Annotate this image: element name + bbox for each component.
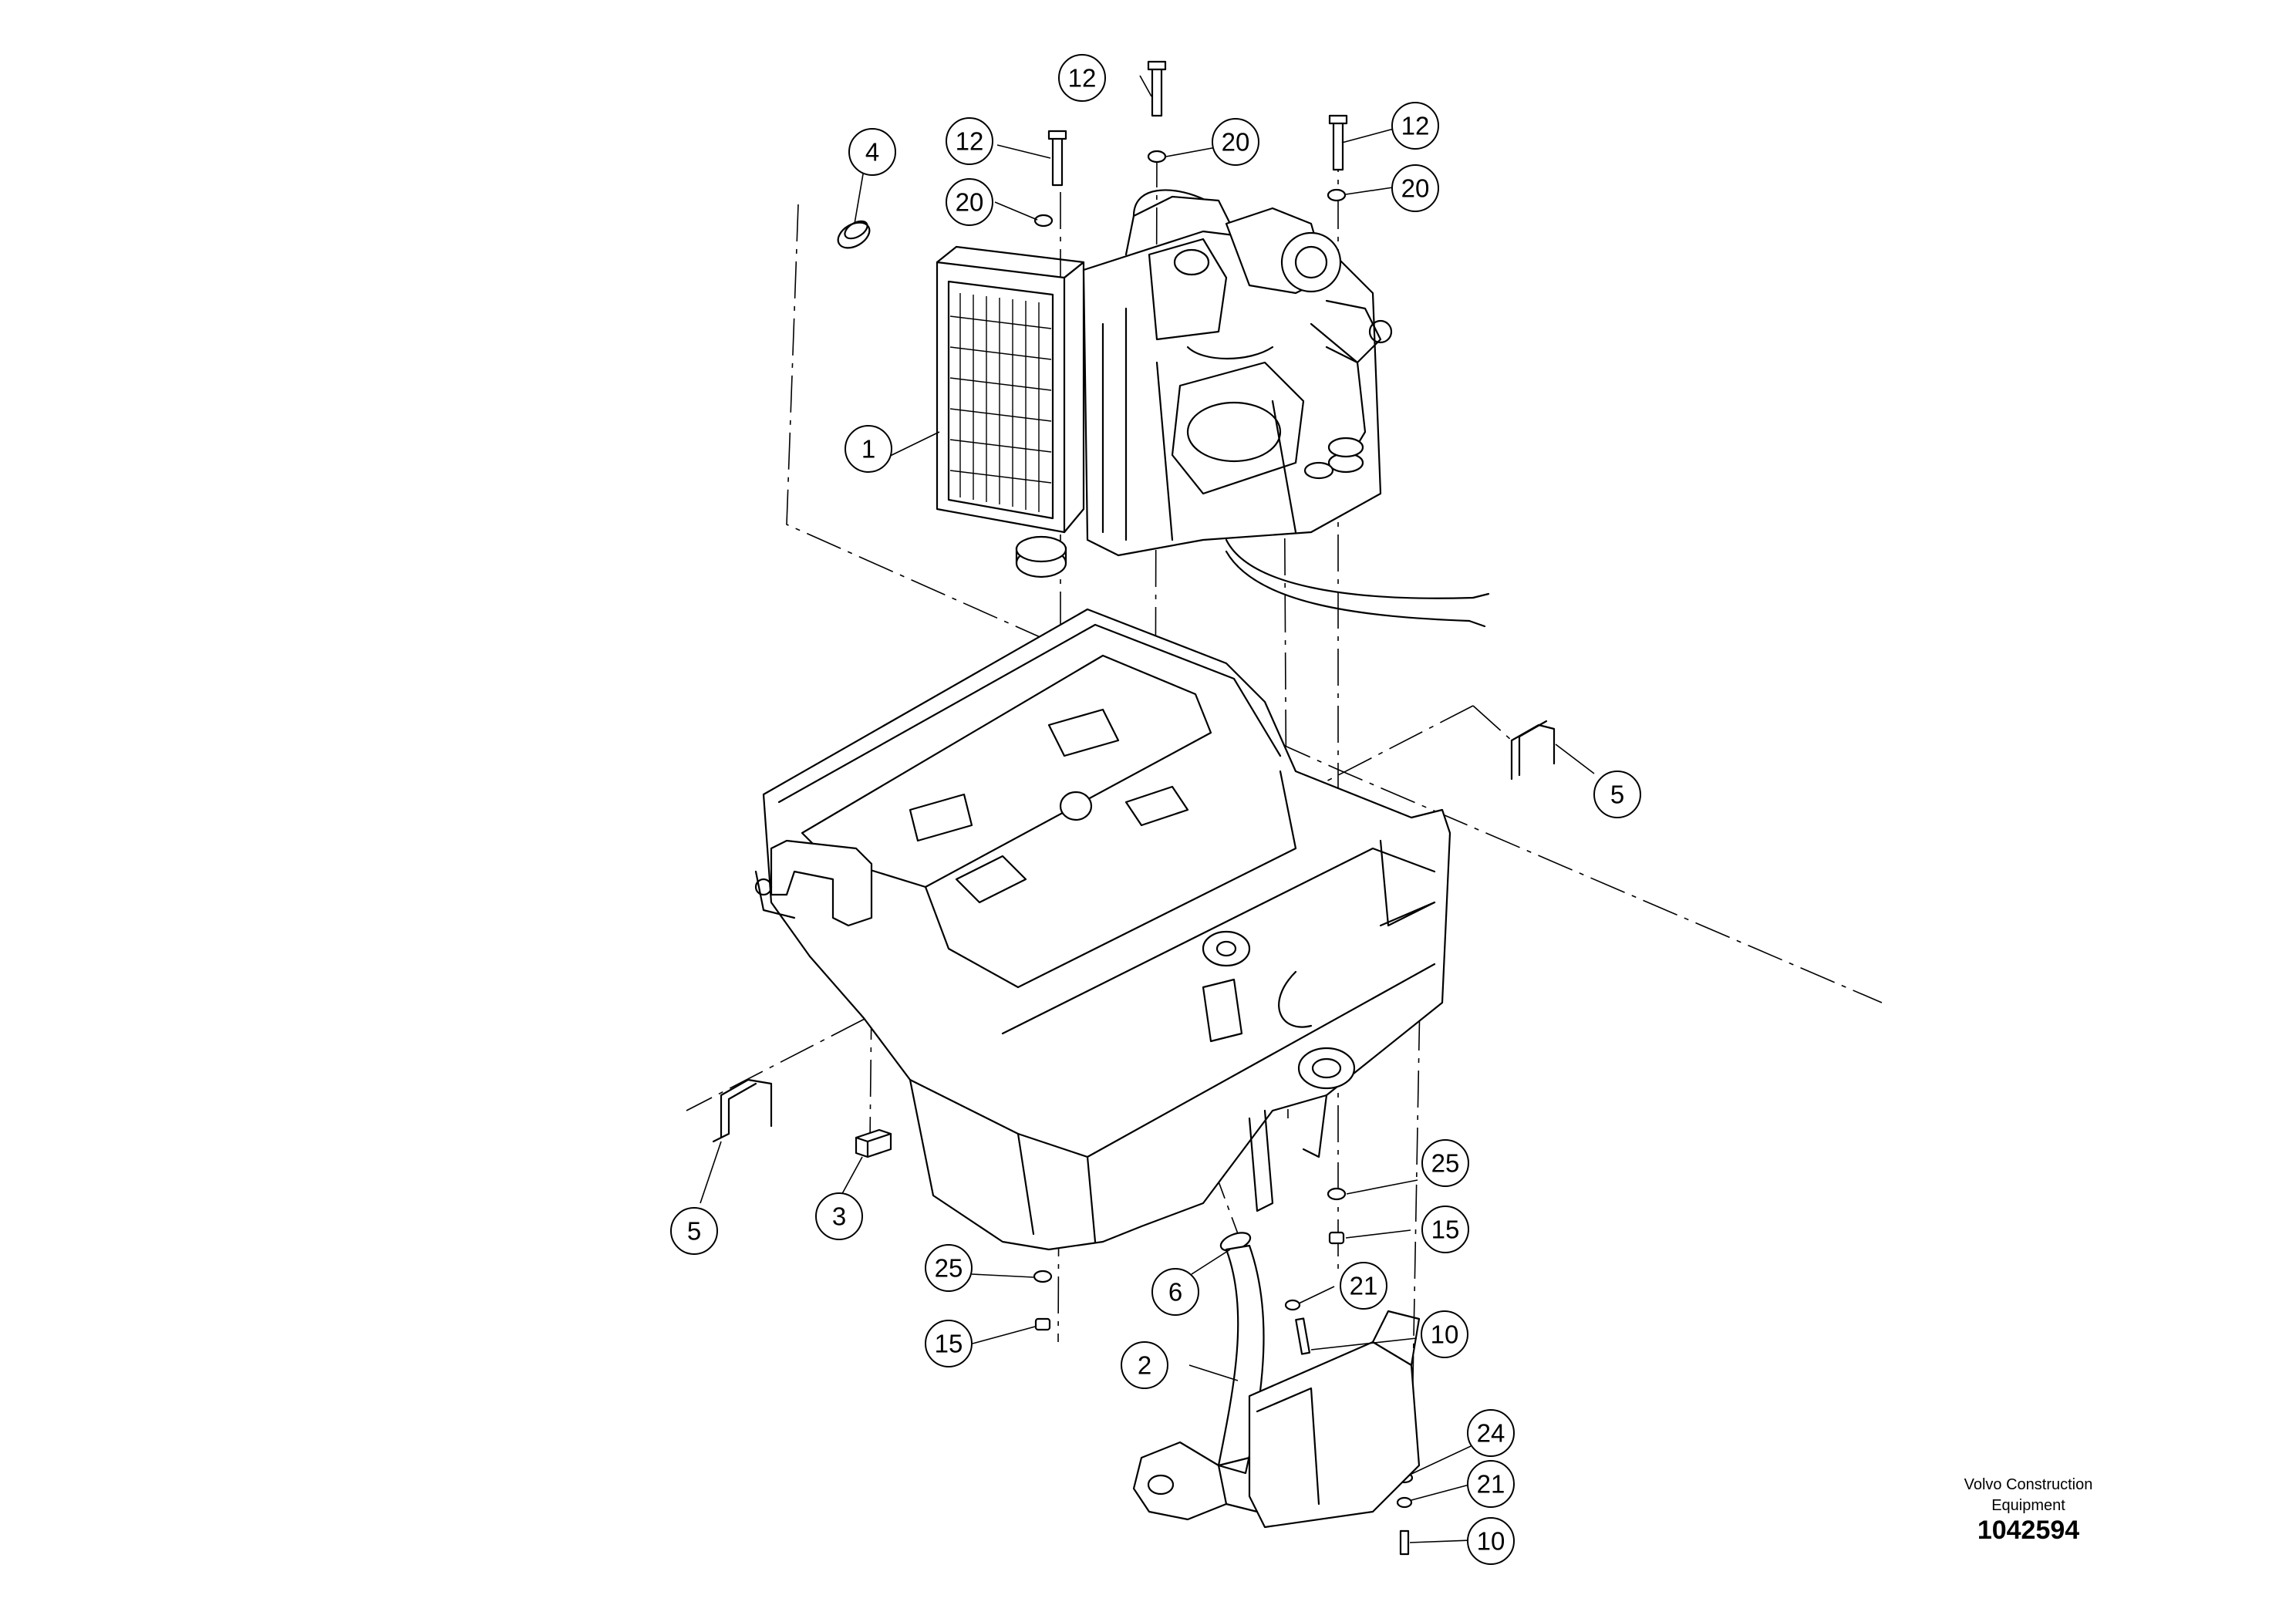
svg-text:1: 1 xyxy=(861,435,875,464)
callout-21-lower: 21 xyxy=(1467,1460,1515,1508)
callout-2: 2 xyxy=(1121,1341,1168,1389)
svg-text:12: 12 xyxy=(1401,112,1430,140)
callout-12-right: 12 xyxy=(1391,102,1439,150)
engine-assembly xyxy=(936,189,1490,628)
svg-text:25: 25 xyxy=(1431,1149,1460,1178)
svg-text:21: 21 xyxy=(1350,1272,1378,1300)
callout-24: 24 xyxy=(1467,1409,1515,1457)
callout-4: 4 xyxy=(848,128,896,176)
svg-text:12: 12 xyxy=(1068,64,1097,93)
callout-3: 3 xyxy=(815,1192,863,1240)
callout-10-lower: 10 xyxy=(1467,1517,1515,1565)
frame xyxy=(754,608,1451,1251)
svg-text:25: 25 xyxy=(935,1254,963,1283)
brand-line-1: Volvo Construction xyxy=(1964,1476,2093,1493)
callout-21-upper: 21 xyxy=(1340,1262,1387,1310)
callout-25-right: 25 xyxy=(1421,1139,1469,1187)
u-bracket-right xyxy=(1510,720,1556,781)
svg-text:10: 10 xyxy=(1431,1320,1459,1349)
svg-text:3: 3 xyxy=(832,1202,846,1231)
svg-text:10: 10 xyxy=(1477,1527,1505,1556)
callout-6: 6 xyxy=(1151,1268,1199,1316)
callout-5-left: 5 xyxy=(670,1207,718,1255)
svg-text:15: 15 xyxy=(935,1330,963,1358)
callout-15-left: 15 xyxy=(925,1320,973,1367)
svg-text:2: 2 xyxy=(1138,1351,1151,1380)
svg-text:20: 20 xyxy=(956,188,984,217)
callout-1: 1 xyxy=(845,425,892,473)
svg-text:15: 15 xyxy=(1431,1216,1460,1244)
callout-12-left: 12 xyxy=(946,117,993,165)
svg-text:21: 21 xyxy=(1477,1470,1505,1499)
callout-bubbles: 12 12 12 20 20 20 4 1 5 5 3 25 15 25 15 … xyxy=(670,54,1641,1565)
u-bracket-left xyxy=(712,1078,773,1143)
svg-text:20: 20 xyxy=(1222,128,1250,157)
callout-12-top: 12 xyxy=(1058,54,1106,102)
svg-text:24: 24 xyxy=(1477,1419,1505,1448)
callout-25-left: 25 xyxy=(925,1244,973,1292)
drawing-number: 1042594 xyxy=(1977,1516,2080,1545)
callout-15-right: 15 xyxy=(1421,1206,1469,1253)
fasteners xyxy=(1033,60,1414,1556)
radiator-cap xyxy=(837,220,871,249)
spacer-block xyxy=(855,1128,892,1158)
callout-10-upper: 10 xyxy=(1421,1310,1468,1358)
exhaust-assembly xyxy=(1132,1232,1421,1529)
callout-20-left: 20 xyxy=(946,178,993,226)
callout-5-right: 5 xyxy=(1593,771,1641,818)
svg-text:6: 6 xyxy=(1168,1278,1182,1307)
svg-text:4: 4 xyxy=(865,138,879,167)
svg-text:5: 5 xyxy=(1610,781,1624,809)
svg-text:20: 20 xyxy=(1401,174,1430,203)
callout-20-right: 20 xyxy=(1391,164,1439,212)
svg-text:5: 5 xyxy=(687,1217,701,1246)
callout-20-mid: 20 xyxy=(1212,118,1259,166)
svg-text:12: 12 xyxy=(956,127,984,156)
brand-line-2: Equipment xyxy=(1991,1497,2065,1514)
leader-lines xyxy=(700,75,1595,1543)
